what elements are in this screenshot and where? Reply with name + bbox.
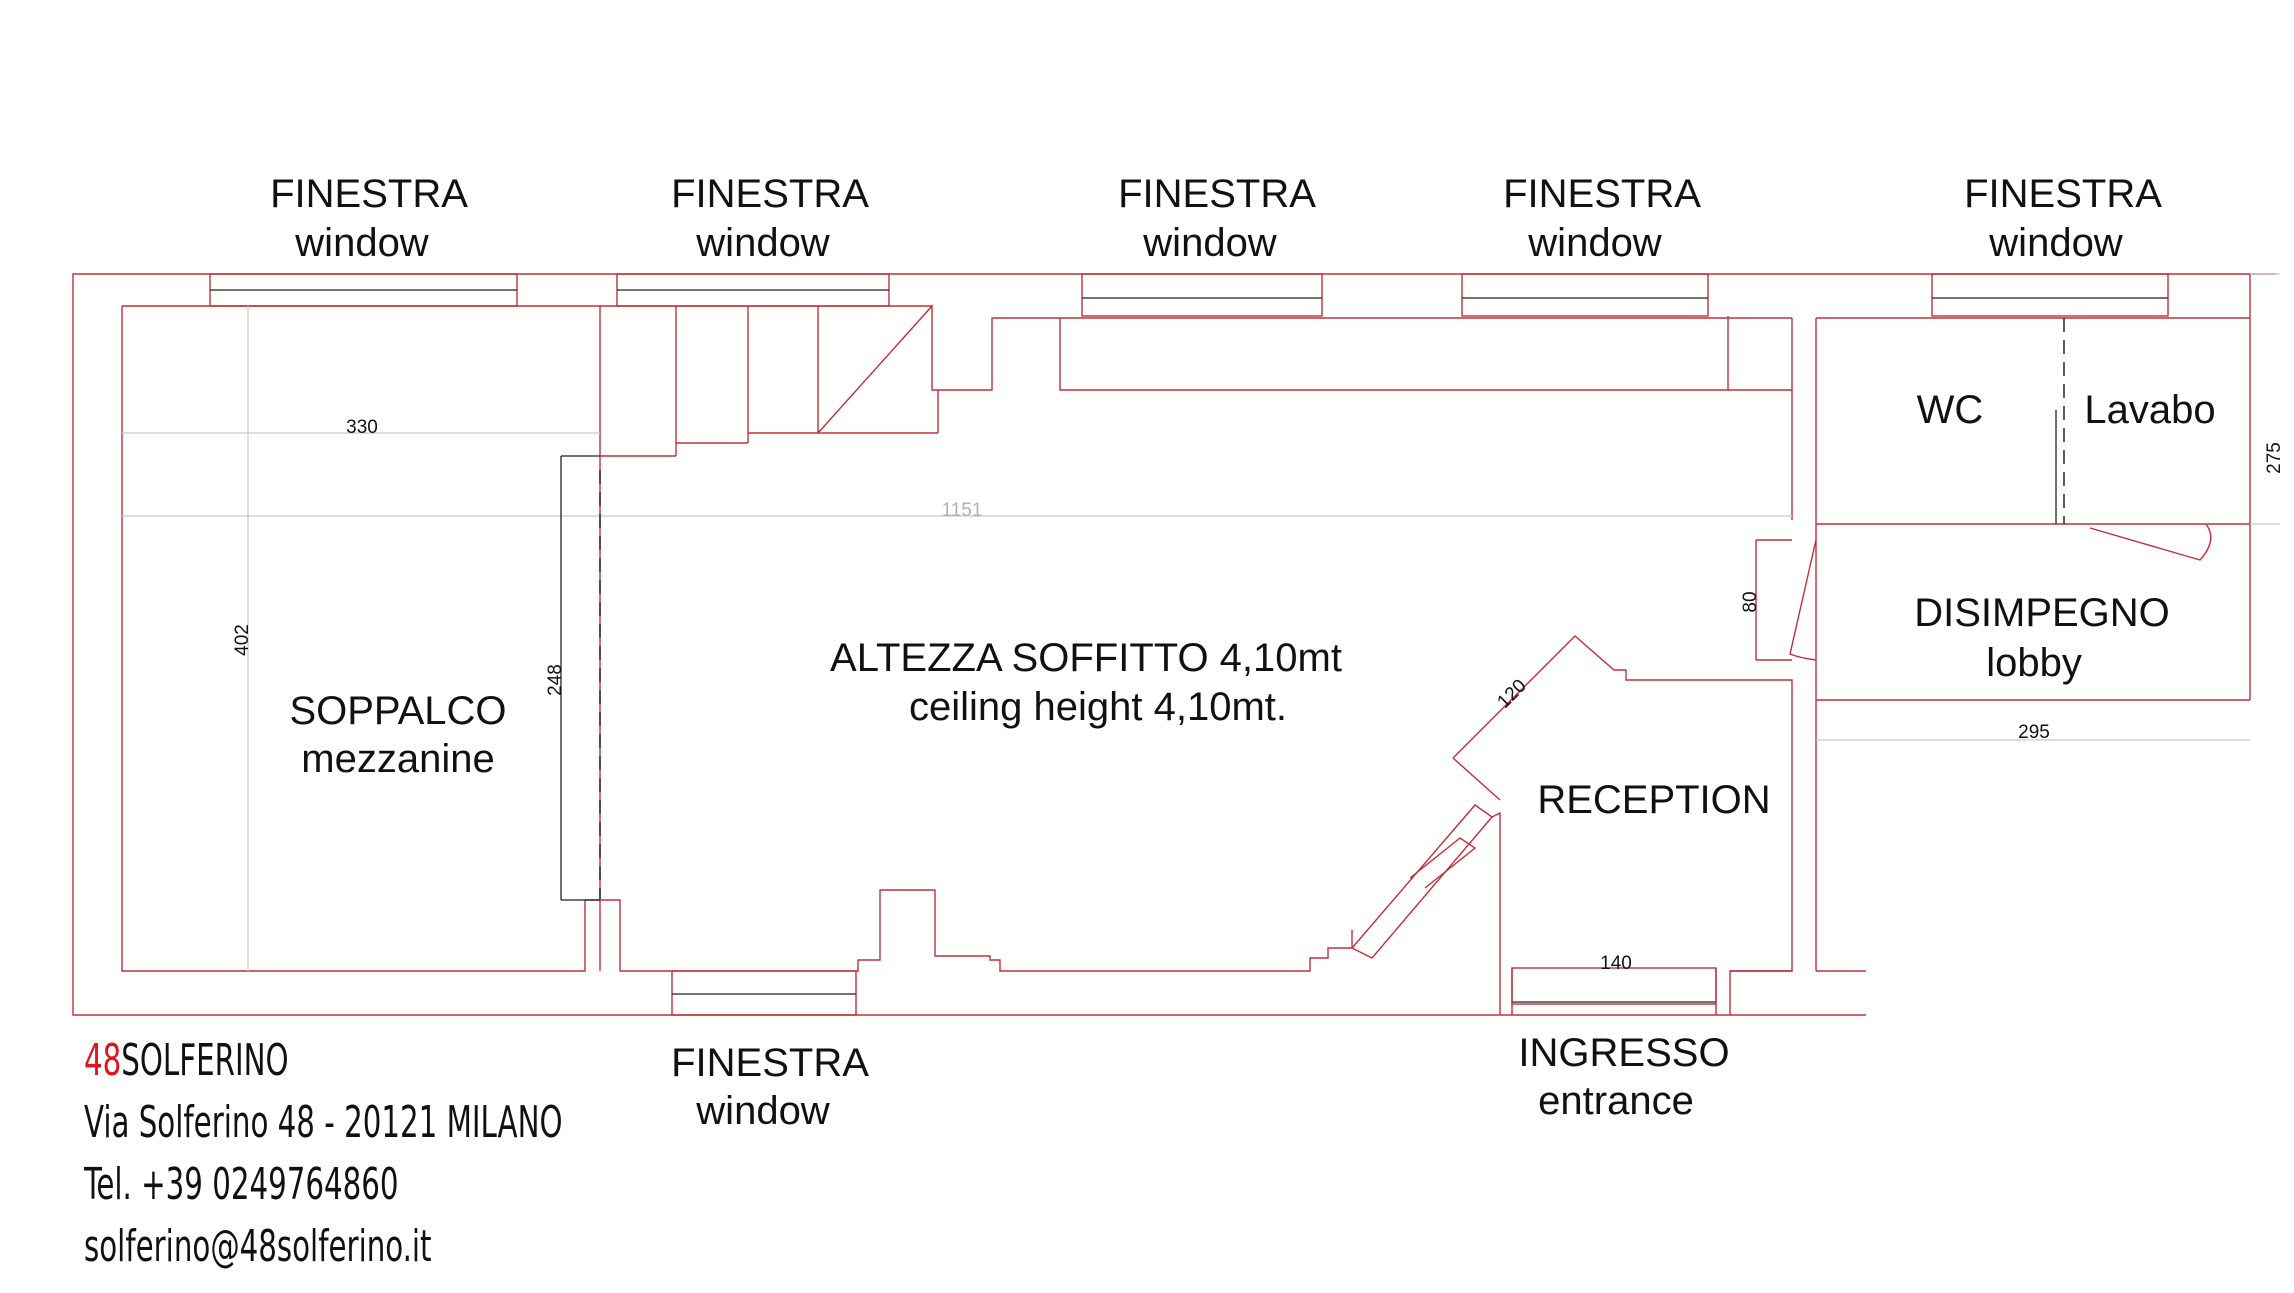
stairs (600, 304, 1793, 520)
entrance-label-it: INGRESSO (1518, 1031, 1729, 1075)
mezzanine-structure (122, 306, 1792, 971)
brand-name: 48SOLFERINO (84, 1030, 563, 1092)
entrance-label-en: entrance (1538, 1079, 1694, 1123)
main-room-walls (600, 635, 1793, 1015)
address-line: Via Solferino 48 - 20121 MILANO (84, 1097, 563, 1148)
mezzanine-label-it: SOPPALCO (289, 689, 506, 733)
dimension-120: 120 (1493, 675, 1530, 712)
window-4-label-it: FINESTRA (1503, 172, 1701, 216)
window-2-label-en: window (695, 221, 830, 265)
ceiling-height-label-it: ALTEZZA SOFFITTO 4,10mt (830, 636, 1342, 680)
window-5-label-it: FINESTRA (1964, 172, 2162, 216)
wc-label: WC (1917, 388, 1984, 432)
lavabo-label: Lavabo (2084, 388, 2215, 432)
dimension-80: 80 (1740, 591, 1761, 612)
window-2-label-it: FINESTRA (671, 172, 869, 216)
reception-label: RECEPTION (1537, 778, 1770, 822)
mezzanine-label-en: mezzanine (301, 737, 494, 781)
dimension-330: 330 (346, 417, 378, 438)
contact-block: 48SOLFERINO Via Solferino 48 - 20121 MIL… (84, 1030, 563, 1278)
dimension-140: 140 (1600, 953, 1632, 974)
dimension-1151: 1151 (942, 500, 983, 521)
ceiling-height-label-en: ceiling height 4,10mt. (909, 685, 1287, 729)
brand-number: 48 (84, 1035, 122, 1086)
window-5-label-en: window (1988, 221, 2123, 265)
window-6-label-it: FINESTRA (671, 1041, 869, 1085)
window-4-label-en: window (1527, 221, 1662, 265)
dimension-402: 402 (232, 624, 253, 656)
dimension-248: 248 (545, 664, 566, 696)
lobby-label-it: DISIMPEGNO (1914, 591, 2170, 635)
phone-line: Tel. +39 0249764860 (84, 1159, 399, 1210)
dimension-275: 275 (2264, 442, 2285, 474)
brand-text: SOLFERINO (121, 1035, 289, 1086)
window-1-label-en: window (294, 221, 429, 265)
window-3-label-it: FINESTRA (1118, 172, 1316, 216)
window-6-label-en: window (695, 1089, 830, 1133)
lobby-label-en: lobby (1986, 641, 2082, 685)
service-rooms (1755, 273, 2280, 972)
email-line[interactable]: solferino@48solferino.it (84, 1221, 432, 1272)
window-1-label-it: FINESTRA (270, 172, 468, 216)
window-3-label-en: window (1142, 221, 1277, 265)
dimension-295: 295 (2018, 722, 2050, 743)
